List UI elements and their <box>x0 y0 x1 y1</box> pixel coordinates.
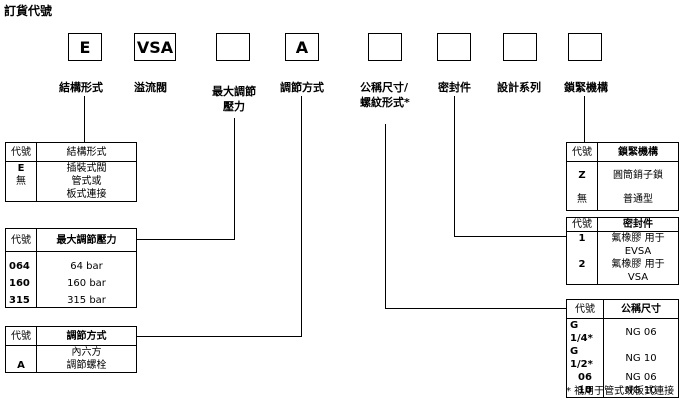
row-desc: 圓筒銷子鎖 <box>597 161 679 188</box>
table-header: 代號 鎖緊機構 <box>566 142 679 162</box>
row-code: 1 <box>566 231 598 258</box>
table-row: 064 64 bar <box>5 259 137 273</box>
header-desc: 公稱尺寸 <box>603 299 679 319</box>
table-structure: 代號 結構形式 E 插裝式閥 無 管式或 板式連接 <box>5 142 137 202</box>
header-code: 代號 <box>566 142 598 162</box>
table-row: Z 圓筒銷子鎖 <box>566 161 679 188</box>
header-desc: 調節方式 <box>36 326 137 346</box>
header-code: 代號 <box>5 142 37 162</box>
footnote: * 祗用于管式或板式連接 <box>566 386 675 397</box>
row-desc: NG 06 <box>603 318 679 345</box>
row-code: 064 <box>5 259 37 273</box>
label-series: 設計系列 <box>497 81 541 94</box>
table-header: 代號 最大調節壓力 <box>5 228 137 252</box>
page-title: 訂貨代號 <box>4 4 53 18</box>
row-code: G 1/2* <box>566 345 604 371</box>
row-desc: 64 bar <box>36 259 137 273</box>
row-desc: 普通型 <box>597 188 679 211</box>
table-pressure: 代號 最大調節壓力 064 64 bar 160 160 bar 315 315… <box>5 228 137 308</box>
header-code: 代號 <box>5 228 37 252</box>
code-box-adjust: A <box>285 33 319 61</box>
table-adjust: 代號 調節方式 A 內六方 調節螺栓 <box>5 326 137 373</box>
row-code: E <box>5 161 37 175</box>
table-row: A 內六方 調節螺栓 <box>5 345 137 373</box>
label-lock: 鎖緊機構 <box>564 81 608 94</box>
table-row: 無 管式或 板式連接 <box>5 175 137 202</box>
table-lock: 代號 鎖緊機構 Z 圓筒銷子鎖 無 普通型 <box>566 142 679 211</box>
table-row: 160 160 bar <box>5 272 137 290</box>
table-row: 2 氟橡膠 用于 VSA <box>566 258 679 285</box>
row-code: 315 <box>5 289 37 308</box>
code-box-valve: VSA <box>134 33 176 61</box>
row-desc: NG 06 <box>603 371 679 384</box>
table-row: 06 NG 06 <box>566 371 679 384</box>
table-row: G 1/2* NG 10 <box>566 345 679 371</box>
table-row: G 1/4* NG 06 <box>566 318 679 345</box>
header-code: 代號 <box>5 326 37 346</box>
row-desc: NG 10 <box>603 384 679 398</box>
row-code: 160 <box>5 272 37 290</box>
label-valve: 溢流閥 <box>134 81 167 94</box>
row-code: A <box>5 345 37 373</box>
table-header: 代號 調節方式 <box>5 326 137 346</box>
row-desc: 管式或 板式連接 <box>36 175 137 202</box>
row-code: 2 <box>566 258 598 285</box>
header-code: 代號 <box>566 299 604 319</box>
row-desc: 160 bar <box>36 272 137 290</box>
row-desc: 內六方 調節螺栓 <box>36 345 137 373</box>
header-desc: 密封件 <box>597 217 679 232</box>
row-code: 無 <box>5 175 37 202</box>
table-header: 代號 結構形式 <box>5 142 137 162</box>
header-desc: 鎖緊機構 <box>597 142 679 162</box>
row-desc: 氟橡膠 用于 EVSA <box>597 231 679 258</box>
label-seal: 密封件 <box>438 81 471 94</box>
table-size: 代號 公稱尺寸 G 1/4* NG 06 G 1/2* NG 10 06 NG … <box>566 299 679 398</box>
code-box-pressure <box>216 33 250 61</box>
table-seal: 代號 密封件 1 氟橡膠 用于 EVSA 2 氟橡膠 用于 VSA <box>566 217 679 285</box>
row-code: Z <box>566 161 598 188</box>
code-box-structure: E <box>68 33 102 61</box>
label-pressure: 最大調節 壓力 <box>212 85 256 113</box>
label-size: 公稱尺寸/ 螺紋形式* <box>360 81 410 109</box>
table-row: 無 普通型 <box>566 188 679 211</box>
table-header: 代號 公稱尺寸 <box>566 299 679 319</box>
row-desc: NG 10 <box>603 345 679 371</box>
label-structure: 結構形式 <box>59 81 103 94</box>
code-box-size <box>368 33 402 61</box>
table-row: 315 315 bar <box>5 289 137 308</box>
header-code: 代號 <box>566 217 598 232</box>
row-code: G 1/4* <box>566 318 604 345</box>
code-box-seal <box>437 33 471 61</box>
header-desc: 結構形式 <box>36 142 137 162</box>
table-row: 1 氟橡膠 用于 EVSA <box>566 231 679 258</box>
header-desc: 最大調節壓力 <box>36 228 137 252</box>
table-row: E 插裝式閥 <box>5 161 137 175</box>
label-adjust: 調節方式 <box>280 81 324 94</box>
table-row: 10 NG 10 <box>566 384 679 398</box>
code-box-lock <box>568 33 602 61</box>
row-code: 無 <box>566 188 598 211</box>
row-desc: 插裝式閥 <box>36 161 137 175</box>
code-box-series <box>503 33 537 61</box>
row-desc: 氟橡膠 用于 VSA <box>597 258 679 285</box>
row-desc: 315 bar <box>36 289 137 308</box>
table-header: 代號 密封件 <box>566 217 679 232</box>
